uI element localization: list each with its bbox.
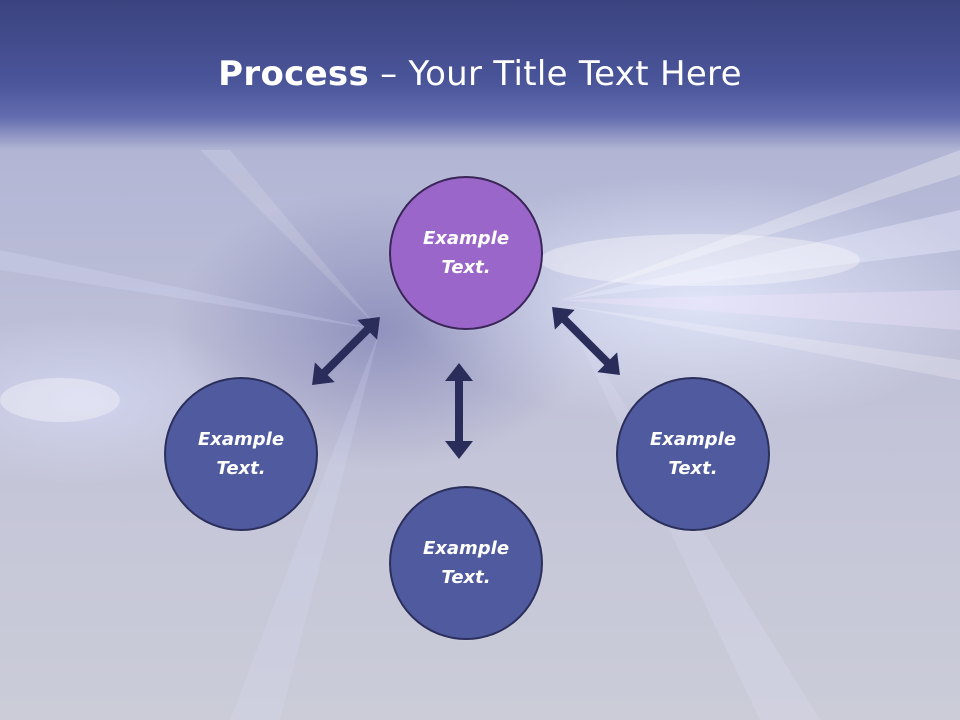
arrow-top-left: [312, 317, 380, 385]
node-right-line2: Text.: [668, 458, 718, 479]
node-left-line2: Text.: [216, 458, 266, 479]
title-bar: [0, 0, 960, 150]
slide-title: Process – Your Title Text Here: [0, 52, 960, 96]
node-top-line1: Example: [422, 228, 510, 249]
process-node-bottom: Example Text.: [389, 486, 543, 640]
node-bottom-line1: Example: [422, 538, 510, 559]
process-node-left: Example Text.: [164, 377, 318, 531]
process-node-right: Example Text.: [616, 377, 770, 531]
title-bold: Process: [218, 54, 370, 94]
title-rest: – Your Title Text Here: [369, 54, 742, 94]
node-left-line1: Example: [197, 429, 285, 450]
node-bottom-line2: Text.: [441, 567, 491, 588]
process-node-top: Example Text.: [389, 176, 543, 330]
arrow-top-right: [552, 307, 620, 375]
node-top-line2: Text.: [441, 257, 491, 278]
arrow-center-vertical: [445, 363, 473, 459]
node-right-line1: Example: [649, 429, 737, 450]
